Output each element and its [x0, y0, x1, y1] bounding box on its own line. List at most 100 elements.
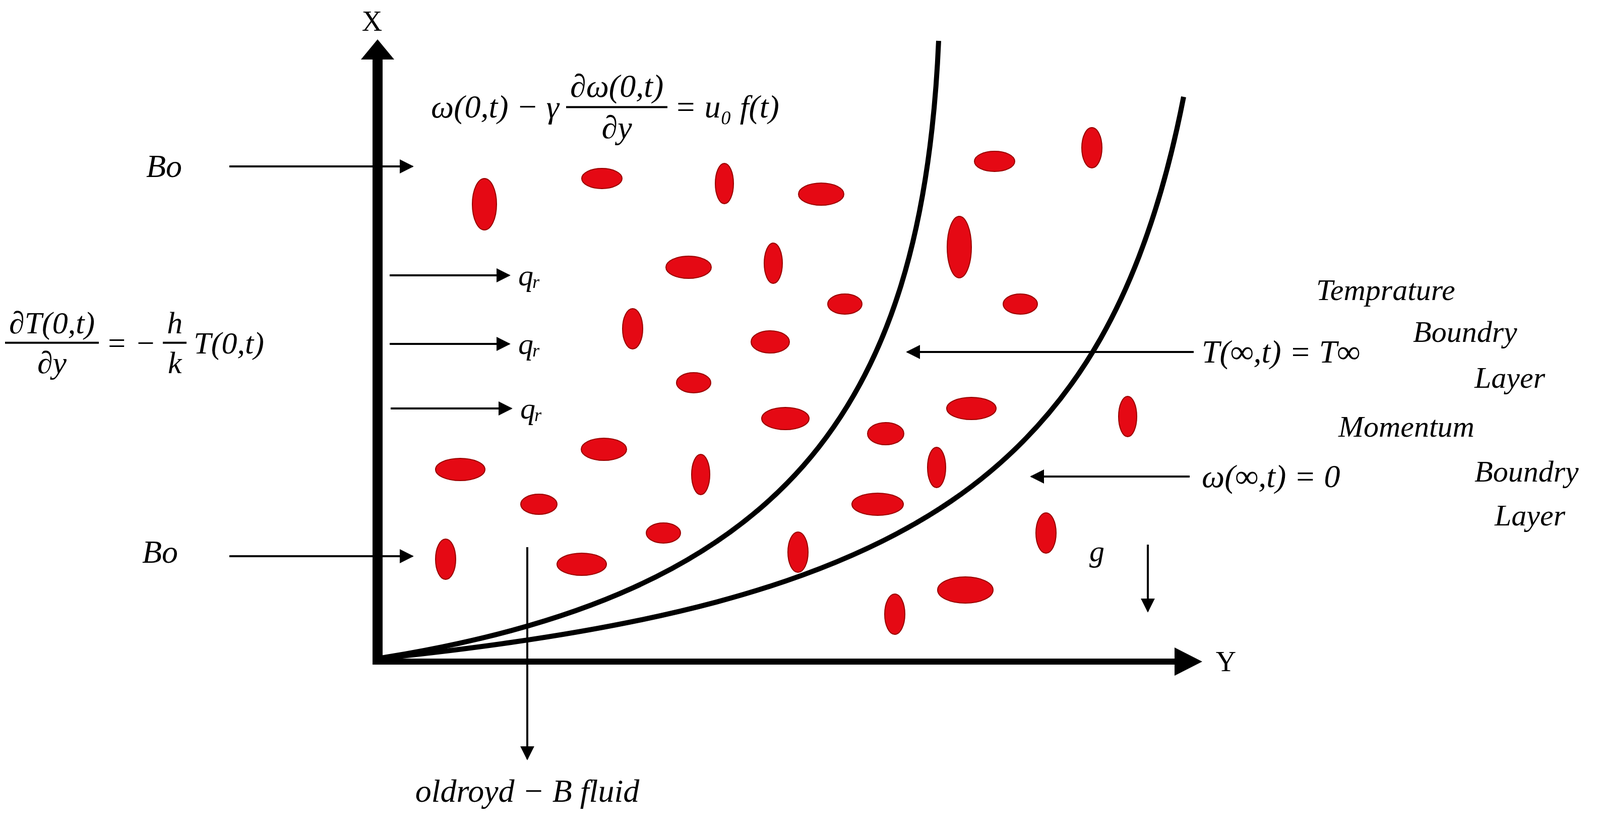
axis-label: Y	[1215, 645, 1237, 678]
particle	[622, 308, 643, 349]
particle	[435, 458, 485, 481]
arrows	[229, 166, 1194, 759]
particles	[435, 127, 1137, 635]
temperature-boundary-curve	[377, 40, 939, 659]
formula-text: T(0,t)	[193, 324, 265, 361]
particle	[435, 538, 456, 580]
fraction: ∂T(0,t)∂y	[5, 304, 99, 382]
formula-text: h	[162, 304, 187, 344]
formula-text: ω(∞,t) = 0	[1201, 457, 1340, 496]
axis-label: X	[361, 5, 383, 38]
particle	[974, 151, 1015, 172]
leader-arrow	[526, 546, 529, 759]
particle	[1118, 396, 1137, 437]
particle	[581, 168, 623, 189]
particle	[581, 438, 627, 461]
particle	[691, 454, 710, 495]
particle	[884, 593, 905, 635]
label-holder: T(∞,t) = T∞	[1201, 333, 1361, 371]
particle	[715, 163, 734, 204]
formula-text: T(∞,t) = T∞	[1201, 333, 1361, 371]
particle	[1003, 293, 1038, 315]
particle	[557, 552, 607, 576]
label-holder: qᵣ	[518, 326, 541, 362]
field-arrow	[229, 555, 413, 558]
label-holder: Temprature	[1316, 272, 1456, 308]
x-axis	[372, 55, 383, 665]
label-holder: Bo	[146, 147, 182, 186]
formula-row: ∂T(0,t)∂y= −hkT(0,t)	[5, 304, 265, 382]
y-axis	[372, 658, 1180, 665]
label-holder: Layer	[1494, 498, 1566, 533]
particle	[946, 397, 997, 420]
leader-arrow	[907, 350, 1194, 353]
formula-text: Boundry	[1412, 314, 1518, 350]
particle	[827, 293, 863, 315]
radiation-arrow	[389, 342, 510, 345]
formula-text: = −	[105, 324, 156, 361]
radiation-label: qᵣ	[518, 326, 541, 362]
particle	[646, 522, 681, 543]
particle	[867, 422, 904, 445]
particle	[851, 493, 904, 516]
label-holder: Momentum	[1338, 409, 1475, 445]
formula-text: ∂T(0,t)	[5, 304, 99, 344]
formula-text: Momentum	[1338, 409, 1475, 445]
particle	[761, 407, 810, 430]
particle	[520, 494, 558, 515]
label-holder: Bo	[142, 533, 178, 571]
particle	[676, 372, 711, 393]
label-holder: Y	[1215, 645, 1237, 678]
formula-text: ω(0,t) − γ	[431, 88, 560, 126]
fraction: ∂ω(0,t)∂y	[566, 67, 668, 146]
particle	[787, 531, 809, 573]
fluid-label: oldroyd − B fluid	[415, 772, 640, 810]
formula-row: ω(0,t) − γ∂ω(0,t)∂y= u₀ f(t)	[431, 67, 780, 146]
label-holder: ω(∞,t) = 0	[1201, 457, 1340, 496]
formula-text: ∂y	[597, 107, 637, 147]
label-holder: Layer	[1474, 360, 1546, 396]
particle	[937, 576, 994, 603]
gravity-label: g	[1089, 533, 1105, 569]
formula-text: ∂y	[33, 343, 71, 381]
particle	[751, 330, 790, 353]
label-holder: ∂T(0,t)∂y= −hkT(0,t)	[5, 304, 265, 382]
x-axis-arrow	[360, 39, 395, 60]
gravity-arrow	[1146, 544, 1149, 611]
label-holder: X	[361, 5, 383, 38]
label-holder: qᵣ	[520, 391, 543, 426]
y-axis-arrow	[1174, 647, 1203, 676]
field-label: Bo	[146, 147, 182, 186]
particle	[927, 447, 946, 488]
fraction: hk	[162, 304, 187, 382]
radiation-label: qᵣ	[520, 391, 543, 426]
label-holder: qᵣ	[518, 258, 541, 293]
formula-text: = u₀ f(t)	[674, 88, 780, 126]
leader-arrow	[1031, 475, 1190, 478]
formula-text: Layer	[1494, 498, 1566, 533]
formula-text: Temprature	[1316, 272, 1456, 308]
formula-text: Boundry	[1474, 454, 1579, 489]
particle	[1035, 512, 1057, 553]
field-label: Bo	[142, 533, 178, 571]
particle	[1081, 127, 1102, 168]
radiation-arrow	[390, 407, 512, 410]
particle	[665, 256, 712, 279]
particle	[472, 178, 497, 230]
formula-text: k	[163, 343, 187, 381]
formula-text: Layer	[1474, 360, 1546, 396]
particle	[947, 216, 972, 278]
radiation-label: qᵣ	[518, 258, 541, 293]
momentum-boundary-curve	[377, 96, 1184, 659]
radiation-arrow	[389, 274, 510, 277]
particle	[798, 182, 844, 206]
formula-text: ∂ω(0,t)	[566, 67, 668, 108]
label-holder: ω(0,t) − γ∂ω(0,t)∂y= u₀ f(t)	[431, 67, 780, 146]
field-arrow	[229, 165, 413, 168]
particle	[764, 242, 783, 284]
label-holder: Boundry	[1474, 454, 1579, 489]
label-holder: g	[1089, 533, 1105, 569]
label-holder: oldroyd − B fluid	[415, 772, 640, 810]
label-holder: Boundry	[1412, 314, 1518, 350]
